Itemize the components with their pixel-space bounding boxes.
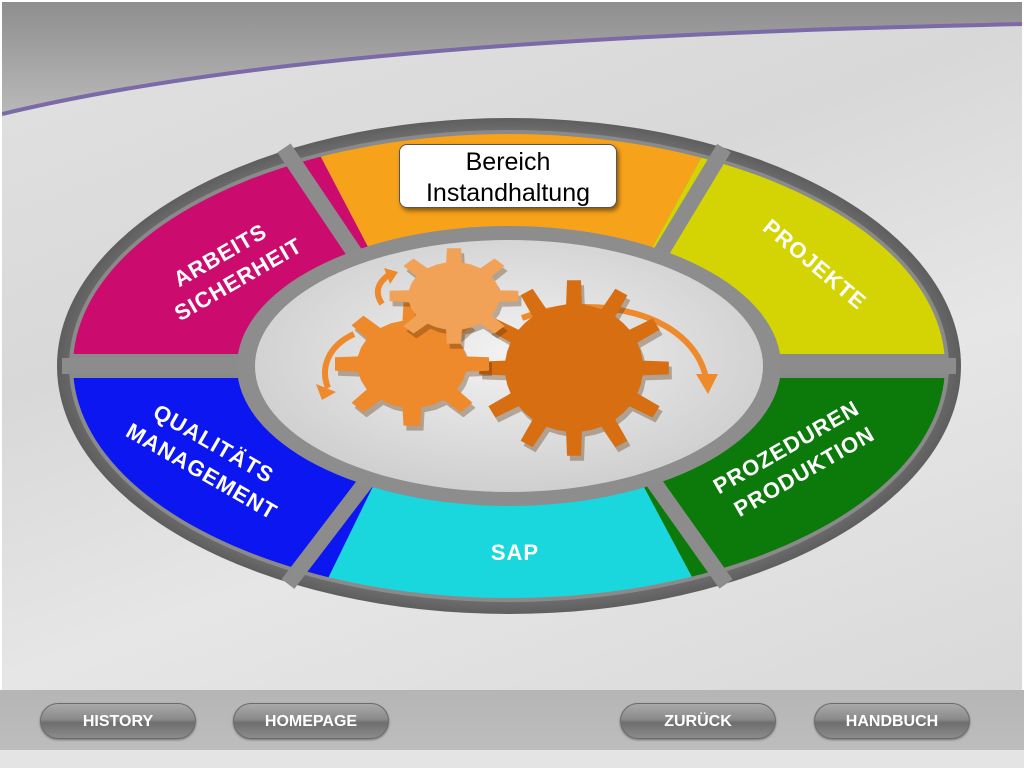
history-button[interactable]: HISTORY [40, 703, 196, 739]
back-button[interactable]: ZURÜCK [620, 703, 776, 739]
segment-tooltip: Bereich Instandhaltung [399, 144, 617, 208]
manual-button[interactable]: HANDBUCH [814, 703, 970, 739]
segment-label-sap: SAP [491, 540, 539, 565]
process-wheel: I G ARBEITS SICHERHEIT QUALITÄTS MANAGEM… [2, 2, 1022, 702]
footer-strip [0, 750, 1024, 768]
tooltip-line-1: Bereich [400, 147, 616, 178]
top-gear [390, 248, 519, 343]
tooltip-line-2: Instandhaltung [400, 178, 616, 209]
homepage-button[interactable]: HOMEPAGE [233, 703, 389, 739]
